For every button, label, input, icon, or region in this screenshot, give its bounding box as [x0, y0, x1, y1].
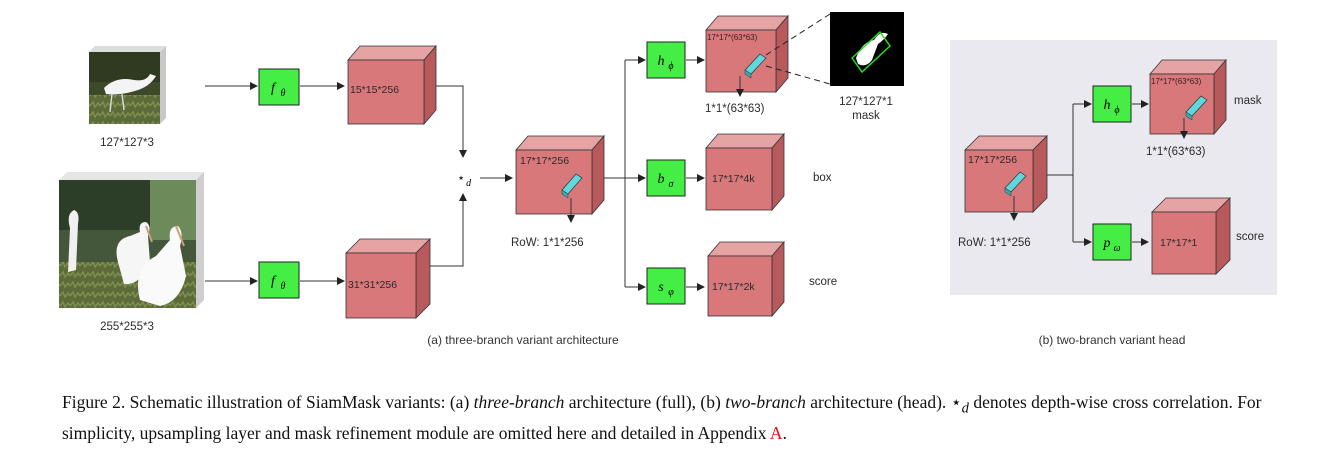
mask-row-label-a: 1*1*(63*63) [705, 103, 765, 115]
svg-text:h: h [658, 54, 665, 69]
mask-output-image [830, 12, 904, 86]
score-feature-label-a: 17*17*2k [712, 281, 755, 293]
backbone-search: f θ [258, 261, 300, 299]
response-cube [515, 134, 605, 216]
caption-mid3: denotes depth-wise cross correlation. Fo… [62, 392, 1262, 443]
mask-row-label-b: 1*1*(63*63) [1146, 146, 1206, 158]
row-label: RoW: 1*1*256 [511, 237, 584, 249]
mask-feature-cube-b [1149, 58, 1227, 136]
score-label-a: score [809, 276, 837, 288]
caption-em-three-branch: three-branch [473, 392, 565, 412]
svg-text:b: b [658, 172, 665, 187]
score-head-a: s φ [646, 267, 686, 305]
response-cube-b [964, 135, 1048, 213]
box-feature-label: 17*17*4k [712, 173, 755, 185]
svg-text:ϕ: ϕ [1114, 105, 1119, 116]
template-image [89, 46, 166, 124]
template-feature-cube [347, 44, 437, 126]
caption-mid1: architecture (full), (b) [564, 392, 726, 412]
mask-head-b: h ϕ [1092, 85, 1132, 123]
score-head-b: p ω [1092, 223, 1132, 261]
backbone-template: f θ [258, 68, 300, 106]
svg-text:ϕ: ϕ [668, 61, 673, 72]
template-feature-label: 15*15*256 [350, 84, 399, 96]
caption-xcorr-sub: d [961, 400, 969, 417]
score-feature-cube-b [1151, 197, 1231, 275]
search-size-label: 255*255*3 [100, 321, 154, 333]
box-feature-cube [705, 132, 785, 212]
caption-prefix: Figure 2. Schematic illustration of Siam… [62, 392, 474, 412]
search-feature-label: 31*31*256 [348, 279, 397, 291]
subcaption-a: (a) three-branch variant architecture [427, 333, 619, 347]
svg-text:θ: θ [281, 281, 286, 292]
response-label: 17*17*256 [520, 155, 569, 167]
mask-feature-label-a: 17*17*(63*63) [707, 33, 758, 42]
score-feature-label-b: 17*17*1 [1160, 237, 1198, 249]
box-label: box [813, 172, 832, 184]
score-feature-cube-a [707, 240, 785, 318]
dashed-projection-bottom [765, 65, 831, 85]
svg-text:σ: σ [669, 179, 675, 190]
search-image [59, 172, 204, 308]
arrow-search-to-xcorr [430, 193, 467, 267]
caption-em-two-branch: two-branch [725, 392, 806, 412]
svg-text:ω: ω [1113, 243, 1120, 254]
appendix-link[interactable]: A [769, 422, 783, 443]
caption-suffix: . [782, 422, 787, 443]
mask-head-a: h ϕ [646, 41, 686, 79]
mask-output-size: 127*127*1 [839, 96, 893, 108]
search-feature-cube [345, 238, 431, 319]
figure-caption: Figure 2. Schematic illustration of Siam… [62, 390, 1302, 445]
svg-text:f: f [271, 81, 277, 96]
score-label-b: score [1236, 231, 1264, 243]
template-size-label: 127*127*3 [100, 137, 154, 149]
mask-output-label: mask [852, 110, 880, 122]
mask-feature-label-b: 17*17*(63*63) [1151, 77, 1202, 86]
mask-label-b: mask [1234, 95, 1262, 107]
mask-feature-cube-a [705, 14, 789, 94]
svg-text:f: f [271, 274, 277, 289]
diagram-canvas: 127*127*3 255*255*3 f θ f θ 15*15*256 31… [59, 12, 1277, 347]
box-head-a: b σ [646, 159, 686, 197]
branch-trunk [604, 60, 626, 179]
response-label-b: 17*17*256 [968, 154, 1017, 166]
caption-mid2: architecture (head). [805, 392, 951, 412]
svg-text:p: p [1103, 236, 1111, 251]
caption-xcorr-symbol: ⋆ [950, 392, 962, 412]
subcaption-b: (b) two-branch variant head [1039, 333, 1186, 347]
arrow-template-to-xcorr [436, 85, 467, 158]
svg-text:φ: φ [668, 287, 674, 298]
xcorr-symbol: ⋆d [457, 170, 472, 189]
dashed-projection-top [765, 13, 831, 56]
svg-text:θ: θ [281, 88, 286, 99]
svg-text:h: h [1104, 98, 1111, 113]
row-label-b: RoW: 1*1*256 [958, 237, 1031, 249]
svg-text:s: s [658, 280, 664, 295]
